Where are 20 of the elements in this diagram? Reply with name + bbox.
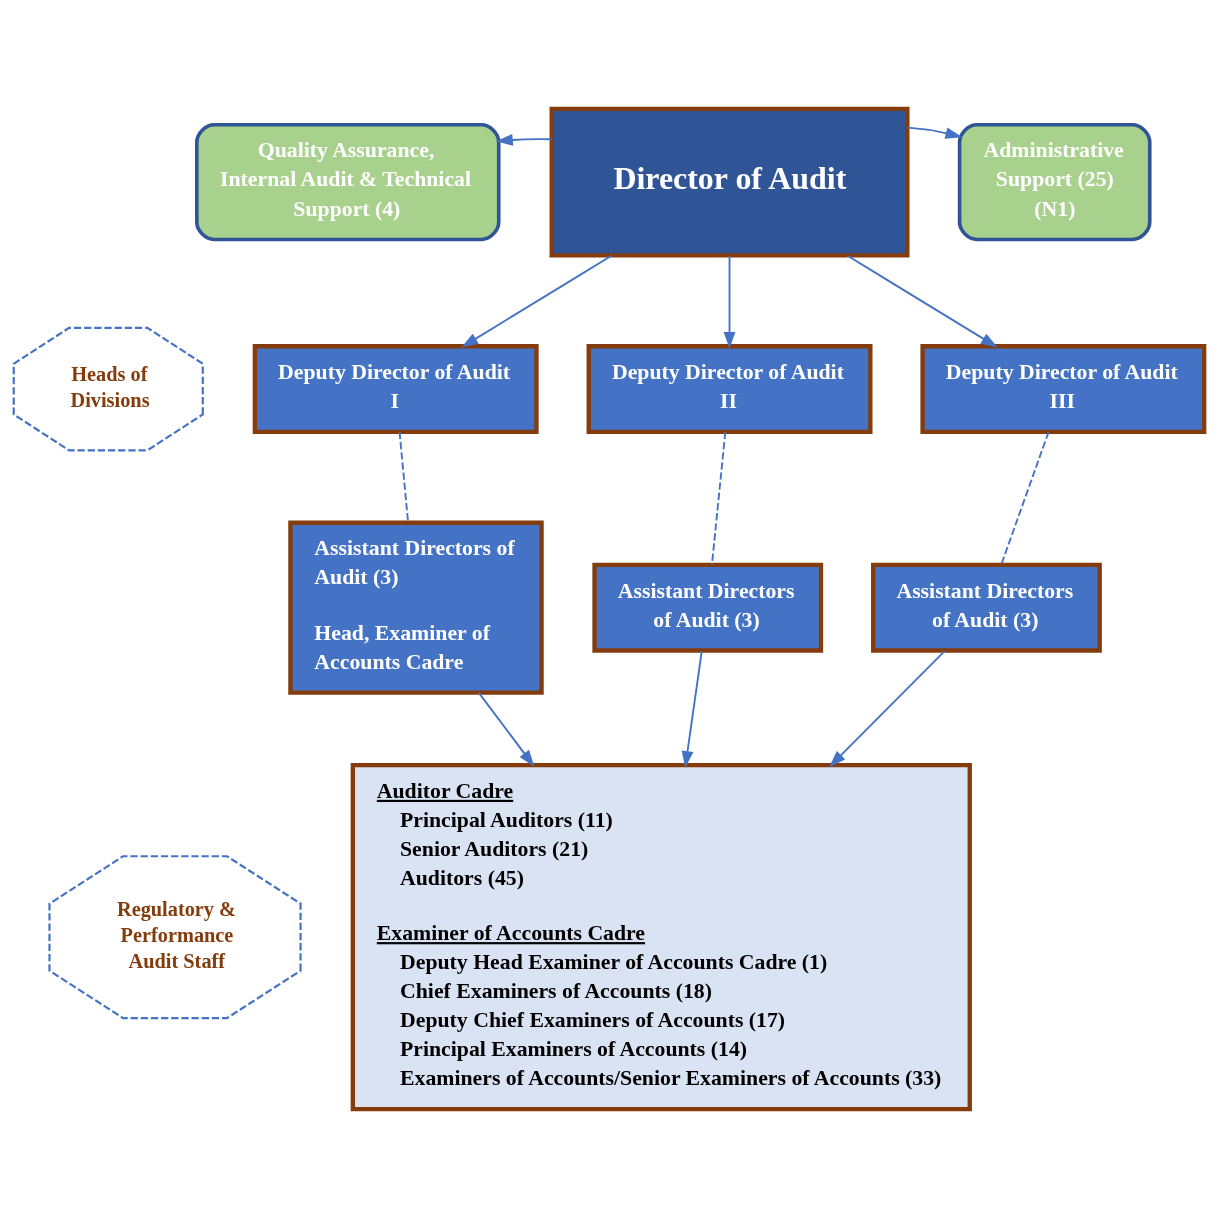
arrow — [681, 650, 703, 768]
node-box: Assistant Directors of Audit (3) — [871, 562, 1102, 653]
connector — [711, 431, 727, 566]
arrow — [723, 254, 736, 349]
node-box: Assistant Directors of Audit (3) Head, Examiner of Accounts Cadre — [288, 520, 544, 695]
node-box: Deputy Director of Audit I — [252, 344, 539, 435]
arrow — [477, 691, 535, 767]
arrow — [829, 650, 946, 768]
connector — [1000, 431, 1050, 566]
node-box: Auditor Cadre Principal Auditors (11) Senior Auditors (21) Auditors (45) Examiner of Accounts Cadre Deputy Head Examiner of Accounts Cadre (1) Chief Examiners of Accounts (18) Deputy Chief Examiners of Accounts (17) Principal Examiners of Accounts (14) Examiners of Accounts/Senior Examiners of Accounts (33) — [350, 763, 972, 1112]
node-box: Quality Assurance, Internal Audit & Technical Support (4) — [195, 122, 501, 242]
node-box: Assistant Directors of Audit (3) — [592, 562, 824, 653]
node-box: Director of Audit — [549, 106, 910, 258]
node-box: Administrative Support (25) (N1) — [957, 122, 1152, 242]
arrow — [495, 134, 553, 146]
arrow — [846, 254, 998, 348]
arrow — [461, 254, 613, 348]
node-box: Deputy Director of Audit II — [586, 344, 873, 435]
node-box: Deputy Director of Audit III — [920, 344, 1207, 435]
arrow — [907, 126, 963, 139]
